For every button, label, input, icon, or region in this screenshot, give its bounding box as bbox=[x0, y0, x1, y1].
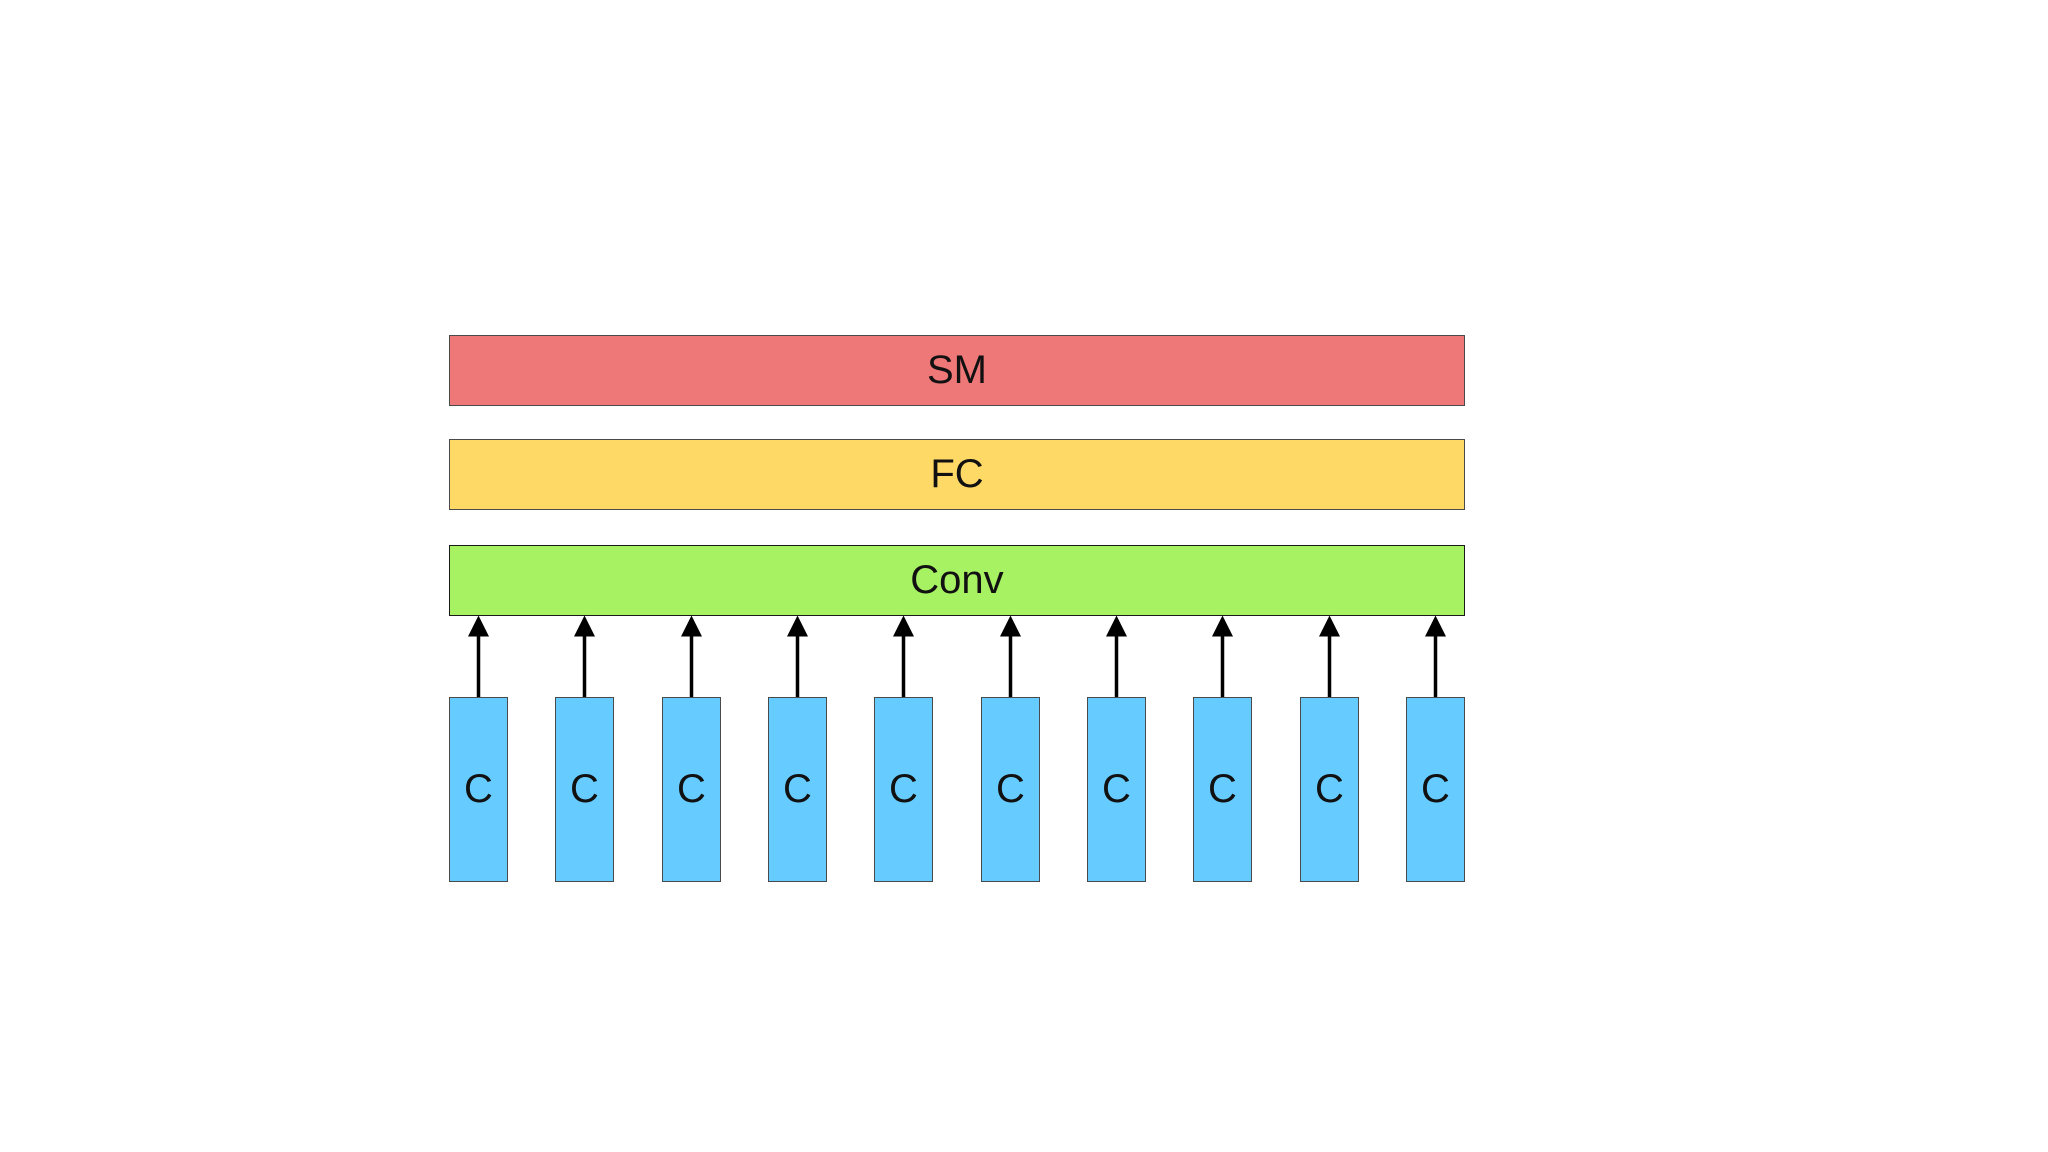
input-cell: C bbox=[1300, 697, 1359, 882]
input-cell-label: C bbox=[677, 767, 706, 811]
layer-fc: FC bbox=[449, 439, 1465, 510]
input-cell-label: C bbox=[889, 767, 918, 811]
input-cell-label: C bbox=[1208, 767, 1237, 811]
input-cell: C bbox=[1193, 697, 1252, 882]
layer-sm-label: SM bbox=[927, 348, 987, 392]
input-cell: C bbox=[662, 697, 721, 882]
input-cell-label: C bbox=[996, 767, 1025, 811]
input-cell: C bbox=[449, 697, 508, 882]
input-cell-label: C bbox=[1102, 767, 1131, 811]
layer-conv-label: Conv bbox=[910, 558, 1004, 602]
input-cell-label: C bbox=[1315, 767, 1344, 811]
input-cell: C bbox=[1406, 697, 1465, 882]
input-cell-label: C bbox=[1421, 767, 1450, 811]
input-cell: C bbox=[555, 697, 614, 882]
input-cell-label: C bbox=[464, 767, 493, 811]
layer-conv: Conv bbox=[449, 545, 1465, 616]
layer-fc-label: FC bbox=[930, 452, 984, 496]
input-cell: C bbox=[981, 697, 1040, 882]
input-cell-label: C bbox=[783, 767, 812, 811]
input-cell-label: C bbox=[570, 767, 599, 811]
layer-sm: SM bbox=[449, 335, 1465, 406]
input-cell: C bbox=[768, 697, 827, 882]
input-cell: C bbox=[874, 697, 933, 882]
input-cell: C bbox=[1087, 697, 1146, 882]
